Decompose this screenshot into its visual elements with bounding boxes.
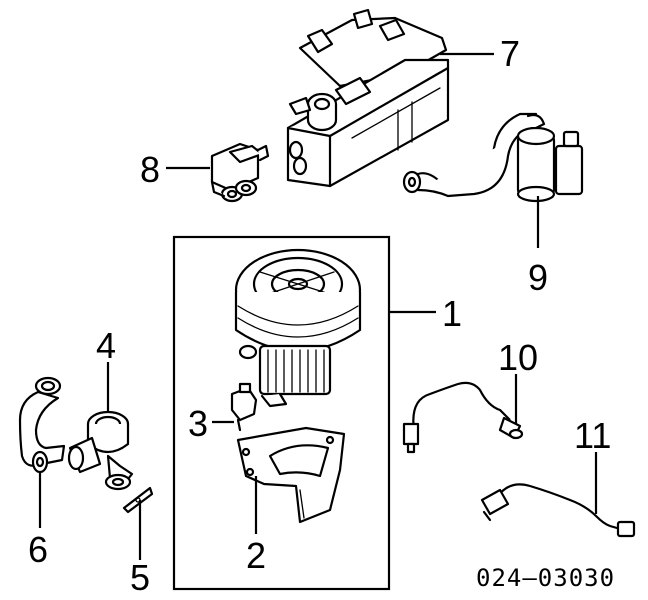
part-3-connector [230, 382, 258, 432]
part-9-leak-detection-pump [402, 112, 584, 203]
callout-3: 3 [188, 403, 208, 444]
part-8-purge-valve [210, 142, 270, 203]
part-4-check-valve [67, 410, 134, 491]
diagram-id: 024–03030 [476, 564, 615, 592]
callout-8: 8 [140, 149, 160, 190]
callout-11: 11 [574, 415, 611, 456]
part-11-oxygen-sensor [480, 483, 636, 538]
part-10-oxygen-sensor [402, 381, 524, 454]
callout-1: 1 [442, 293, 462, 334]
callout-6: 6 [28, 529, 48, 570]
part-7-charcoal-canister [286, 8, 450, 188]
callout-5: 5 [130, 557, 150, 598]
part-5-gasket [122, 486, 154, 514]
callout-10: 10 [498, 337, 538, 378]
callout-4: 4 [96, 325, 116, 366]
part-1-secondary-air-pump [234, 248, 362, 408]
part-6-hose [18, 376, 66, 474]
callout-2: 2 [246, 535, 266, 576]
leader-lines [38, 52, 598, 560]
callout-7: 7 [500, 33, 520, 74]
part-2-heat-shield [236, 426, 346, 524]
callout-9: 9 [528, 257, 548, 298]
assembly-box [172, 235, 391, 591]
